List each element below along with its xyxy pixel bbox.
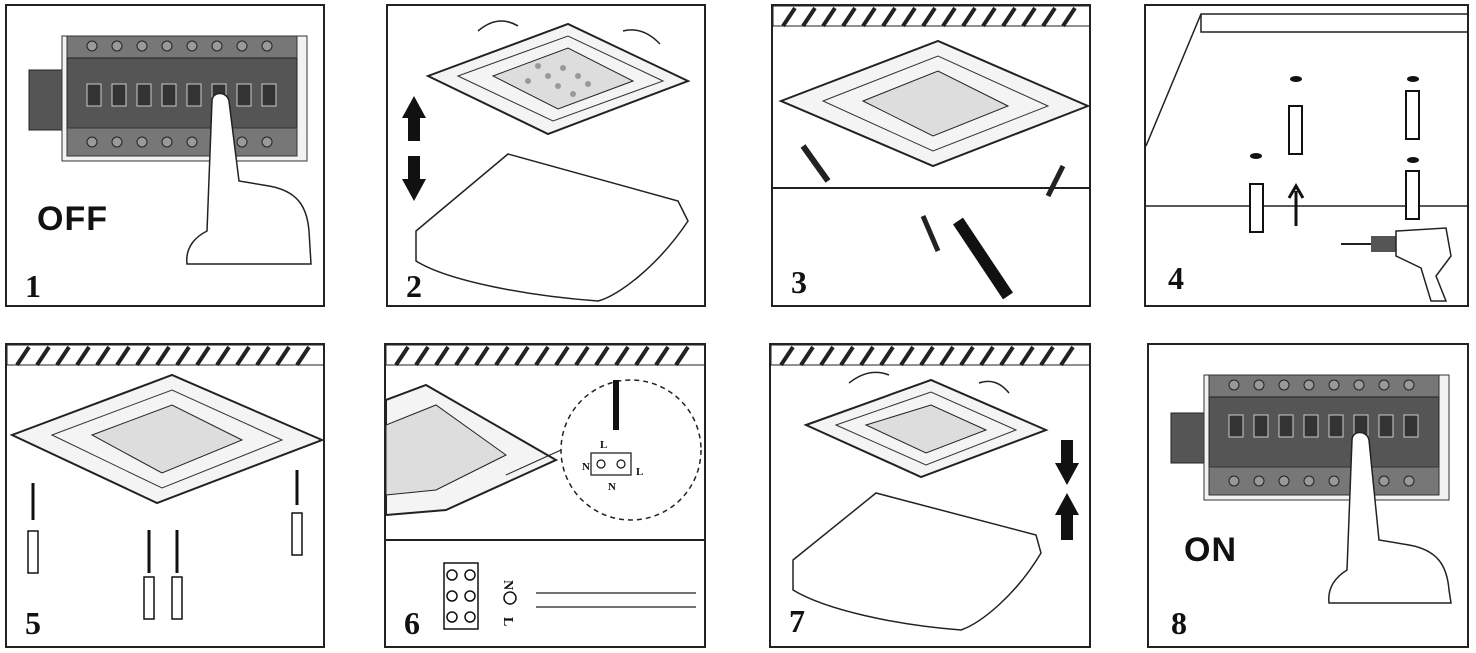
wiring-illustration: N L N L N L — [386, 345, 704, 630]
up-down-arrow-icon — [402, 96, 426, 201]
step-number: 7 — [789, 603, 805, 639]
ceiling-light-base-icon — [9, 373, 323, 505]
wire-label: N — [582, 461, 590, 473]
step-number: 8 — [1171, 605, 1187, 641]
ceiling-light-base-icon — [778, 39, 1089, 168]
wire-label: N — [608, 481, 616, 493]
ceiling-hatch-icon — [773, 6, 1089, 28]
wire-label: L — [636, 466, 643, 478]
step-2-panel: 2 — [386, 4, 706, 307]
drill-icon — [1341, 227, 1452, 302]
wiring-detail-circle — [560, 379, 702, 521]
on-label: ON — [1184, 531, 1237, 569]
step-number: 4 — [1168, 260, 1184, 296]
ceiling-hatch-icon — [771, 345, 1089, 367]
step-number: 6 — [404, 605, 420, 641]
light-assembly-illustration — [402, 20, 691, 302]
drill-holes-illustration — [1146, 13, 1467, 302]
pencil-icon — [953, 217, 1013, 300]
terminal-block-icon — [443, 562, 479, 630]
step-number: 3 — [791, 264, 807, 300]
ceiling-hatch-icon — [7, 345, 323, 367]
ceiling-light-base-icon — [425, 22, 691, 136]
ground-icon — [503, 591, 517, 605]
breaker-panel-icon — [28, 35, 308, 162]
step-3-panel: 3 — [771, 4, 1091, 307]
step-5-panel: 5 — [5, 343, 325, 648]
mark-holes-illustration — [773, 6, 1089, 300]
step-number: 5 — [25, 605, 41, 641]
breaker-panel-illustration — [28, 35, 312, 265]
light-cover-icon — [792, 492, 1042, 631]
rotate-arrow-icon — [477, 20, 519, 32]
screw-base-illustration — [7, 345, 323, 620]
up-arrow-icon — [1287, 183, 1305, 226]
breaker-panel-icon — [1170, 374, 1450, 501]
terminal-label: N — [500, 580, 515, 590]
ceiling-hatch-icon — [386, 345, 704, 367]
step-6-panel: N L N L N L 6 — [384, 343, 706, 648]
hand-pointer-icon — [186, 92, 312, 265]
wire-label: L — [600, 439, 607, 451]
step-number: 2 — [406, 268, 422, 304]
terminal-label: L — [500, 617, 515, 626]
attach-cover-illustration — [771, 345, 1089, 631]
breaker-panel-illustration — [1170, 374, 1452, 604]
pencil-icon — [800, 144, 831, 183]
screw-icon — [27, 512, 303, 620]
rotate-arrow-icon — [978, 380, 1010, 394]
hand-pointer-icon — [1328, 431, 1452, 604]
rotate-arrow-icon — [848, 371, 890, 384]
pencil-icon — [920, 215, 941, 252]
step-7-panel: 7 — [769, 343, 1091, 648]
step-8-panel: ON 8 — [1147, 343, 1469, 648]
step-1-panel: OFF 1 — [5, 4, 325, 307]
ceiling-light-base-icon — [803, 378, 1049, 479]
terminal-block-icon — [590, 452, 632, 476]
off-label: OFF — [37, 200, 108, 238]
power-cable-icon — [536, 592, 696, 608]
rotate-arrow-icon — [622, 29, 661, 45]
up-down-arrow-icon — [1055, 440, 1079, 540]
wall-plug-icon — [1249, 90, 1420, 233]
step-4-panel: 4 — [1144, 4, 1469, 307]
ceiling-light-base-icon — [386, 383, 559, 517]
pencil-icon — [1045, 164, 1066, 198]
light-cover-icon — [415, 153, 689, 302]
step-number: 1 — [25, 268, 41, 304]
